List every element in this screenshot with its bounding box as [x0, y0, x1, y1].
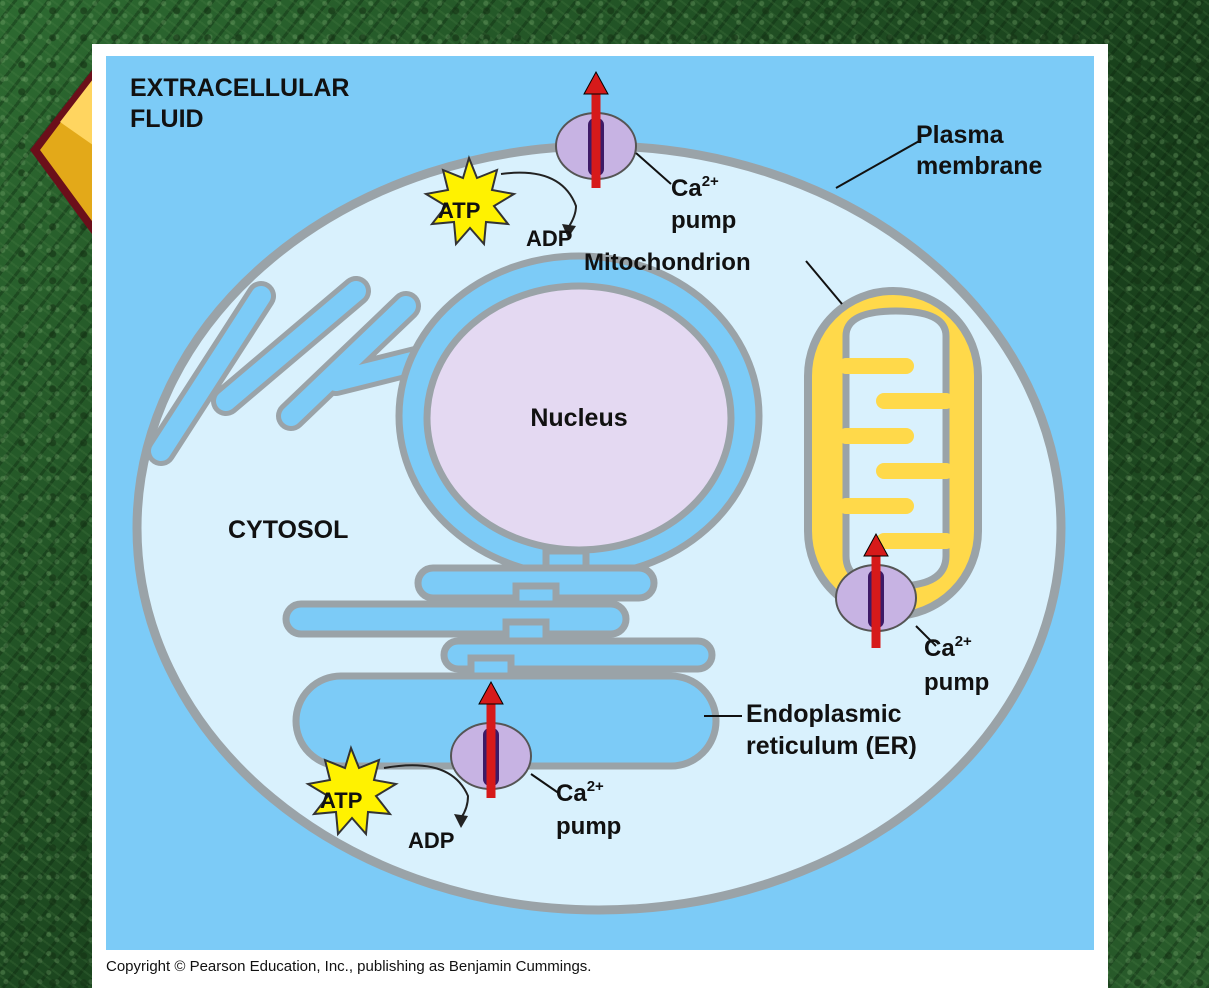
- slide-decoration-arrow-icon: [30, 60, 100, 245]
- figure-card: EXTRACELLULAR FLUID Plasma membrane Ca2+…: [92, 44, 1108, 988]
- er-pump: [450, 680, 532, 798]
- cell-diagram: EXTRACELLULAR FLUID Plasma membrane Ca2+…: [130, 70, 1066, 915]
- label-pump-mito-word: pump: [924, 669, 989, 696]
- atp-burst-top-icon: [423, 154, 517, 247]
- leader-lines: [530, 139, 937, 795]
- label-adp-top: ADP: [526, 226, 572, 251]
- atp-burst-bottom-icon: [305, 744, 399, 837]
- plasma-membrane-pump: [555, 70, 637, 188]
- label-atp-bottom: ATP: [320, 788, 362, 813]
- label-plasma-line2: membrane: [916, 152, 1043, 180]
- label-adp-bottom: ADP: [408, 828, 454, 853]
- er-branches: [146, 276, 451, 466]
- label-extracellular-line1: EXTRACELLULAR: [130, 74, 349, 102]
- cristae-folds: [838, 358, 954, 549]
- label-pump-er-word: pump: [556, 813, 621, 840]
- er-stacks: [282, 547, 720, 770]
- label-pump-top-word: pump: [671, 207, 736, 234]
- label-atp-top: ATP: [438, 198, 480, 223]
- label-er-line1: Endoplasmic: [746, 700, 902, 728]
- label-pump-mito-ion: Ca2+: [924, 633, 972, 662]
- mitochondrion-pump: [835, 532, 917, 648]
- label-pump-top-ion: Ca2+: [671, 173, 719, 202]
- label-cytosol: CYTOSOL: [228, 516, 348, 544]
- label-er-line2: reticulum (ER): [746, 732, 917, 760]
- atp-adp-arrow-top: [500, 171, 578, 229]
- atp-adp-arrow-bottom: [383, 764, 470, 819]
- diagram-panel: EXTRACELLULAR FLUID Plasma membrane Ca2+…: [106, 56, 1094, 950]
- label-mitochondrion: Mitochondrion: [584, 249, 751, 276]
- label-extracellular-line2: FLUID: [130, 105, 204, 133]
- label-plasma-line1: Plasma: [916, 121, 1005, 149]
- copyright-notice: Copyright © Pearson Education, Inc., pub…: [106, 958, 592, 975]
- label-pump-er-ion: Ca2+: [556, 778, 604, 807]
- label-nucleus: Nucleus: [530, 404, 627, 432]
